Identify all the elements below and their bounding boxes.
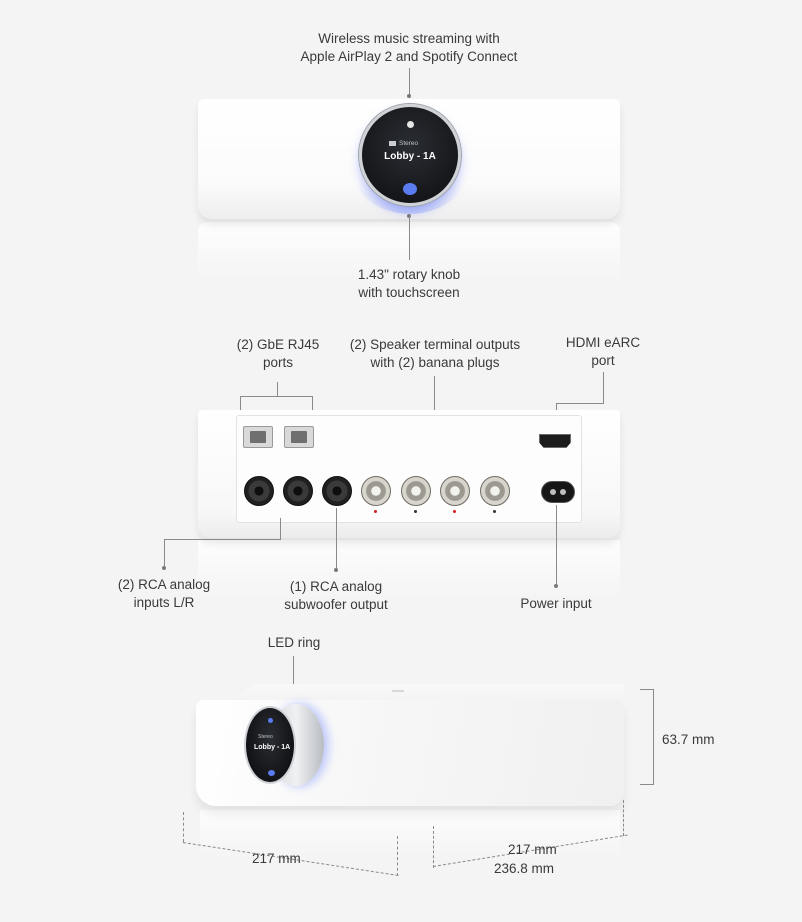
hdmi-callout-line1: HDMI eARC: [565, 335, 641, 350]
hdmi-earc-port: [539, 434, 571, 448]
hdmi-callout-line2: port: [591, 353, 615, 368]
sub-leader-dot: [334, 568, 338, 572]
depth-ext-mid: [433, 826, 434, 868]
subwoofer-callout: (1) RCA analog subwoofer output: [260, 578, 412, 614]
rca-callout-line2: inputs L/R: [133, 595, 195, 610]
menu-icon: [403, 183, 417, 195]
speaker-callout: (2) Speaker terminal outputs with (2) ba…: [340, 336, 530, 372]
height-bracket-vertical: [653, 689, 654, 785]
rj45-callout: (2) GbE RJ45 ports: [222, 336, 334, 372]
depth-dimension: 236.8 mm: [494, 861, 555, 876]
speaker-terminal-1: [361, 476, 391, 506]
settings-icon-small: [268, 718, 273, 723]
terminal-red-mark-1: [374, 510, 377, 513]
perspective-knob-tag: Stereo: [258, 734, 273, 740]
speaker-callout-line1: (2) Speaker terminal outputs: [349, 337, 521, 352]
terminal-black-mark-1: [414, 510, 417, 513]
perspective-knob: Stereo Lobby - 1A: [244, 706, 296, 784]
subwoofer-callout-line1: (1) RCA analog: [289, 579, 383, 594]
speaker-terminal-4: [480, 476, 510, 506]
subwoofer-callout-line2: subwoofer output: [284, 597, 388, 612]
height-bracket-bottom: [640, 784, 654, 785]
knob-callout: 1.43" rotary knob with touchscreen: [320, 266, 498, 302]
speaker-callout-line2: with (2) banana plugs: [370, 355, 500, 370]
top-logo-mark: [392, 690, 404, 692]
streaming-callout-line1: Wireless music streaming with: [318, 31, 500, 46]
settings-icon: [407, 121, 414, 128]
perspective-reflection: [200, 810, 620, 860]
hdmi-leader-horizontal: [556, 403, 604, 404]
streaming-callout-line2: Apple AirPlay 2 and Spotify Connect: [300, 49, 518, 64]
width-ext-left: [183, 812, 184, 842]
depth-ext-right: [623, 800, 624, 836]
rca-leader-horizontal: [164, 539, 281, 540]
knob-mode-tag: Stereo: [389, 140, 418, 147]
rj45-bracket-right: [312, 396, 313, 410]
rca-callout: (2) RCA analog inputs L/R: [98, 576, 230, 612]
width-dimension-left: 217 mm: [252, 851, 301, 866]
speaker-terminal-2: [401, 476, 431, 506]
rca-leader-dot: [162, 566, 166, 570]
width-ext-mid: [397, 836, 398, 876]
led-ring-callout: LED ring: [267, 635, 321, 650]
speaker-terminal-3: [440, 476, 470, 506]
knob-callout-line2: with touchscreen: [358, 285, 460, 300]
rj45-port-1: [243, 426, 273, 448]
power-callout: Power input: [520, 596, 592, 611]
sub-leader-line: [336, 508, 337, 570]
perspective-knob-title: Lobby - 1A: [254, 744, 291, 751]
menu-icon-small: [268, 770, 275, 776]
height-bracket-top: [640, 689, 654, 690]
rca-input-right: [283, 476, 313, 506]
hdmi-callout: HDMI eARC port: [556, 334, 650, 370]
rj45-bracket-left: [240, 396, 241, 410]
terminal-black-mark-2: [493, 510, 496, 513]
width-dimension-right: 217 mm: [508, 842, 557, 857]
rj45-bracket-stem: [277, 382, 278, 396]
rca-callout-line1: (2) RCA analog: [117, 577, 211, 592]
power-inlet: [541, 481, 575, 503]
streaming-callout: Wireless music streaming with Apple AirP…: [250, 30, 568, 66]
rj45-bracket-bar: [240, 396, 313, 397]
terminal-red-mark-2: [453, 510, 456, 513]
knob-callout-line1: 1.43" rotary knob: [357, 267, 461, 282]
streaming-leader-line: [409, 68, 410, 96]
rj45-callout-line2: ports: [262, 355, 293, 370]
rca-leader-down: [164, 539, 165, 567]
knob-mode-label: Stereo: [399, 140, 419, 147]
rotary-knob-touchscreen: Stereo Lobby - 1A: [359, 104, 461, 206]
knob-leader-line: [409, 216, 410, 260]
height-dimension: 63.7 mm: [662, 732, 715, 747]
hdmi-leader-vertical: [603, 372, 604, 404]
back-reflection: [198, 540, 620, 600]
power-leader-dot: [554, 584, 558, 588]
rj45-port-2: [284, 426, 314, 448]
rca-leader-up: [280, 518, 281, 540]
power-leader-line: [556, 505, 557, 585]
rj45-callout-line1: (2) GbE RJ45: [236, 337, 320, 352]
rca-subwoofer-output: [322, 476, 352, 506]
rca-input-left: [244, 476, 274, 506]
speaker-icon: [389, 140, 396, 146]
streaming-leader-dot: [407, 94, 411, 98]
knob-zone-title: Lobby - 1A: [384, 151, 436, 162]
